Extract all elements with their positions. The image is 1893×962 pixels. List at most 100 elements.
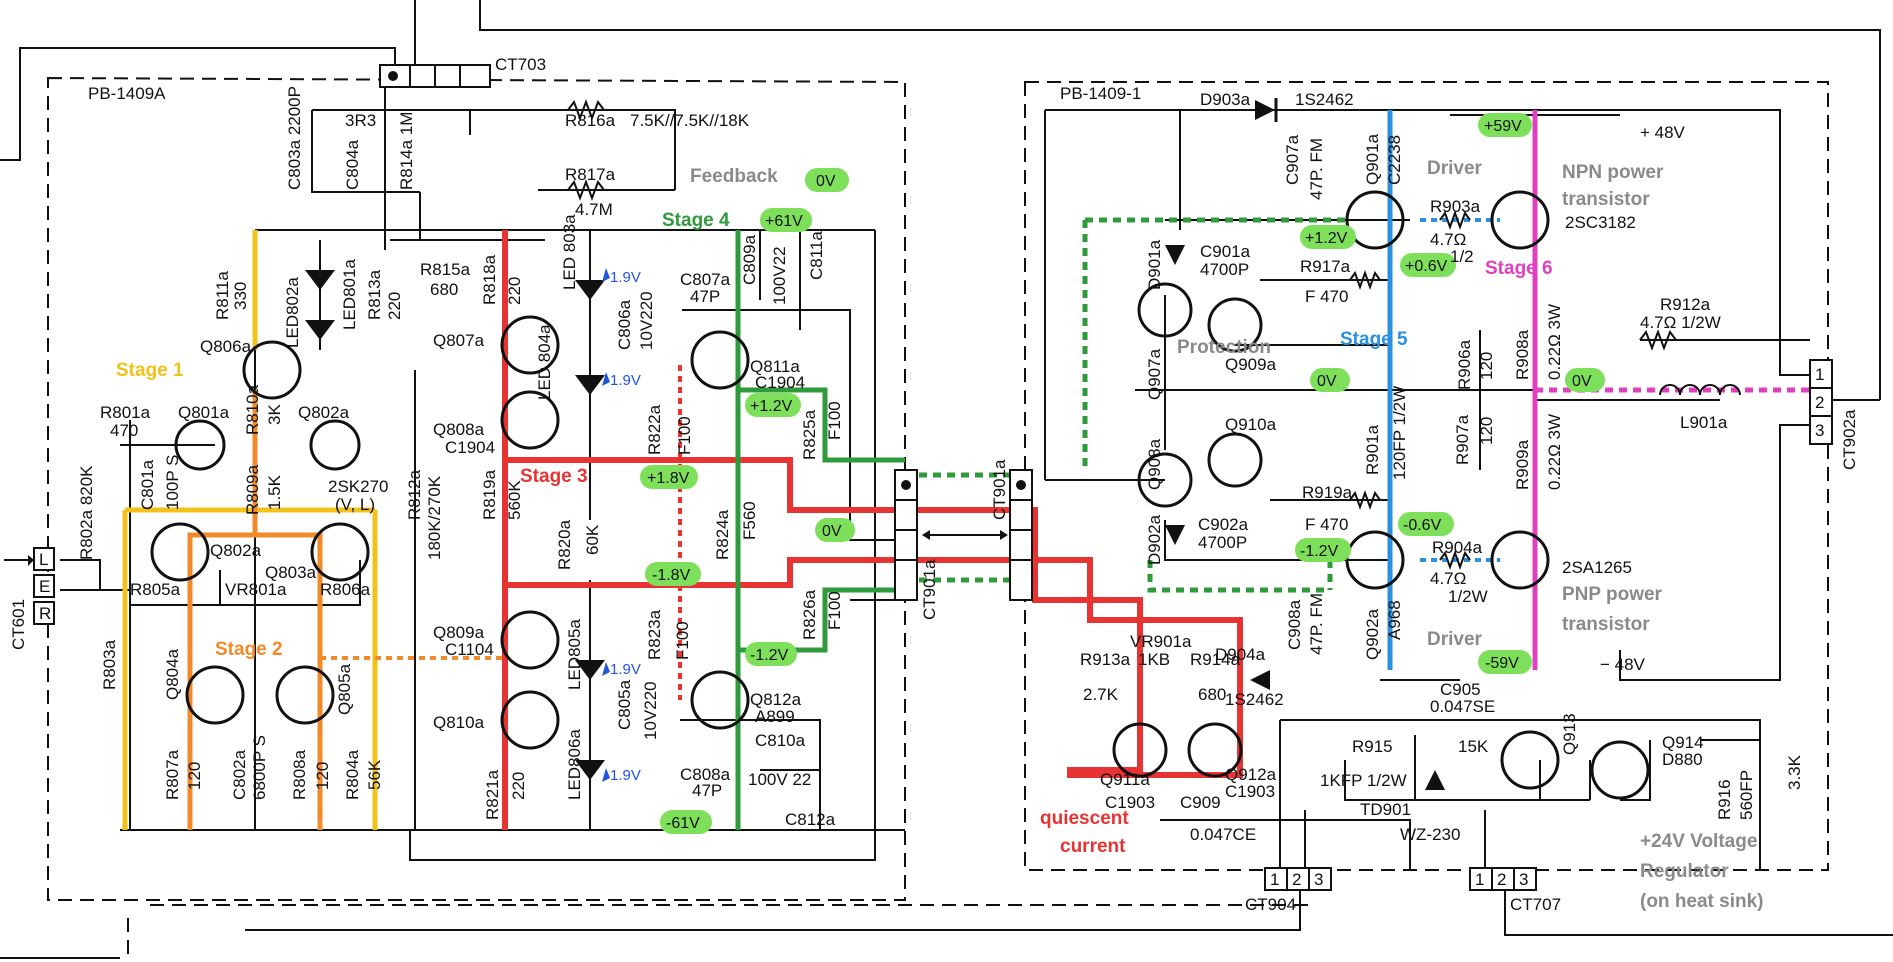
label-r802a: R802a 820K <box>77 465 96 560</box>
label-r916-value: 560FP <box>1737 770 1756 820</box>
label-c805a: C805a <box>615 679 634 730</box>
label-q907a: Q907a <box>1145 348 1164 400</box>
volt-stage4-top: +61V <box>765 213 803 230</box>
label-c901a-value: 4700P <box>1200 260 1249 279</box>
label-q912a: Q912a <box>1225 765 1277 784</box>
label-l901a: L901a <box>1680 413 1728 432</box>
driver-bottom-label: Driver <box>1427 629 1483 650</box>
label-r826a: R826a <box>800 589 819 640</box>
label-c810a: C810a <box>755 731 806 750</box>
label-npn-part: 2SC3182 <box>1565 213 1636 232</box>
volt-q901-emit: +0.6V <box>1405 258 1448 275</box>
ct904-pin-2: 2 <box>1292 870 1301 889</box>
label-q902a-part: A968 <box>1385 600 1404 640</box>
label-d902a: D902a <box>1145 514 1164 565</box>
protection-label: Protection <box>1177 337 1271 358</box>
led-voltage-2: 1.9V <box>610 372 641 389</box>
ct902a-connector: 1 2 3 CT902a <box>1809 359 1859 470</box>
q808a-symbol <box>500 390 560 450</box>
label-led806a: LED806a <box>565 729 584 800</box>
ct601-label: CT601 <box>9 599 28 650</box>
q812a-symbol <box>690 670 750 730</box>
ct902a-label: CT902a <box>1840 409 1859 470</box>
label-q909a: Q909a <box>1225 355 1277 374</box>
regulator-label-1: +24V Voltage <box>1640 831 1757 852</box>
stage-highlights-right <box>1082 110 1830 670</box>
board-link-arrow <box>922 530 1008 540</box>
label-r823a: R823a <box>645 609 664 660</box>
label-q806a: Q806a <box>200 337 252 356</box>
label-td901-part: WZ-230 <box>1400 825 1460 844</box>
volt-q811: +1.2V <box>750 398 793 415</box>
led-voltage-1: 1.9V <box>610 269 641 286</box>
label-q801a: Q801a <box>178 403 230 422</box>
ct601-pin-e: E <box>39 577 50 596</box>
q806a-symbol <box>242 340 302 400</box>
ct904-label: CT904 <box>1245 895 1296 914</box>
q805a-symbol <box>275 665 335 725</box>
label-vr901a: VR901a <box>1130 632 1192 651</box>
label-c908a-value: 47P. FM <box>1307 593 1326 655</box>
label-r812a-value: 180K/270K <box>425 475 444 560</box>
label-r818a-value: 220 <box>505 277 524 305</box>
label-q812a-part: A899 <box>755 707 795 726</box>
led-voltage-3: 1.9V <box>610 661 641 678</box>
volt-q823: -1.8V <box>652 567 691 584</box>
ct707-pin-1: 1 <box>1475 870 1484 889</box>
label-q803a: Q803a <box>265 563 317 582</box>
label-d903a-part: 1S2462 <box>1295 90 1354 109</box>
label-r816a: R816a <box>565 111 616 130</box>
label-r912a: R912a <box>1660 295 1711 314</box>
volt-q902-emit: -0.6V <box>1403 517 1442 534</box>
label-r916: R916 <box>1715 779 1734 820</box>
label-d904a-part: 1S2462 <box>1225 690 1284 709</box>
ct902a-pin-2: 2 <box>1815 393 1824 412</box>
label-r904a-watt: 1/2W <box>1448 587 1488 606</box>
label-q802a-jfet: Q802a <box>298 403 350 422</box>
ct707-pin-3: 3 <box>1519 870 1528 889</box>
label-c812a: C812a <box>785 810 836 829</box>
regulator-label-2: Regulator <box>1640 861 1729 882</box>
label-c804a: C804a <box>343 139 362 190</box>
pnp-power-label-2: transistor <box>1562 614 1650 635</box>
volt-output: 0V <box>1572 373 1592 390</box>
label-r903a: R903a <box>1430 197 1481 216</box>
label-q901a: Q901a <box>1363 133 1382 185</box>
label-r915: R915 <box>1352 737 1393 756</box>
volt-center: 0V <box>822 523 842 540</box>
label-vr901a-value: 1KB <box>1138 650 1170 669</box>
label-r816a-value: 7.5K//7.5K//18K <box>630 111 750 130</box>
ct904-pin-3: 3 <box>1314 870 1323 889</box>
label-c908a: C908a <box>1285 599 1304 650</box>
label-r810a-value: 3K <box>265 404 284 425</box>
label-c806a-value: 10V220 <box>637 291 656 350</box>
label-r904a-value: 4.7Ω <box>1430 569 1466 588</box>
stage6-label: Stage 6 <box>1485 258 1553 279</box>
label-c907a-value: 47P. FM <box>1307 138 1326 200</box>
label-r813a: R813a <box>365 269 384 320</box>
ct904-connector: 1 2 3 CT904 <box>1245 867 1332 914</box>
label-r914a: R914a <box>1190 650 1241 669</box>
volt-protect-mid: 0V <box>1317 373 1337 390</box>
label-r824a-value: F560 <box>740 501 759 540</box>
label-r804a: R804a <box>343 749 362 800</box>
label-vr801a: VR801a <box>225 580 287 599</box>
label-r906a: R906a <box>1455 339 1474 390</box>
label-r821a-value: 220 <box>509 772 528 800</box>
label-c807a-value: 47P <box>690 287 720 306</box>
label-c802a: C802a <box>230 749 249 800</box>
label-r901a-value: 120FP 1/2W <box>1390 386 1409 480</box>
label-r815a-value: 680 <box>430 280 458 299</box>
annotations: PB-1409A PB-1409-1 Stage 1 Stage 2 Stage… <box>88 84 1764 912</box>
label-q807a: Q807a <box>433 331 485 350</box>
q809a-symbol <box>500 610 560 670</box>
volt-rail-neg: -59V <box>1485 655 1519 672</box>
q907a-symbol <box>1137 282 1193 338</box>
label-q908a: Q908a <box>1145 438 1164 490</box>
q802a-symbol <box>150 522 210 582</box>
component-labels-right: D903a 1S2462 C907a 47P. FM Q901a C2238 R… <box>1080 90 1804 844</box>
label-r915-value: 1KFP 1/2W <box>1320 771 1407 790</box>
label-r823a-value: F100 <box>673 621 692 660</box>
label-q811a-part: C1904 <box>755 373 805 392</box>
label-r909a: R909a <box>1513 439 1532 490</box>
